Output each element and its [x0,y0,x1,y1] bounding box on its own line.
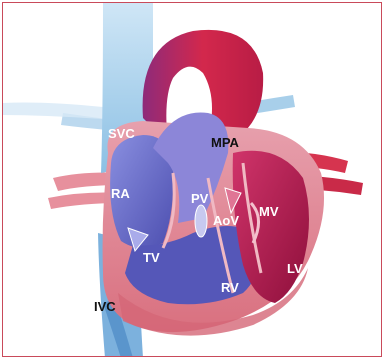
label-pv: PV [191,192,208,205]
label-rv: RV [221,281,239,294]
heart-illustration [3,3,382,357]
label-aov: AoV [213,214,239,227]
diagram-frame: Ao SVC MPA RA PV MV AoV TV LV RV IVC [2,2,382,357]
label-svc: SVC [108,127,135,140]
label-tv: TV [143,251,160,264]
label-mv: MV [259,205,279,218]
label-lv: LV [287,262,303,275]
label-ra: RA [111,187,130,200]
label-ivc: IVC [94,300,116,313]
pulmonary-valve [195,205,207,237]
label-mpa: MPA [211,136,239,149]
label-ao: Ao [169,101,186,114]
